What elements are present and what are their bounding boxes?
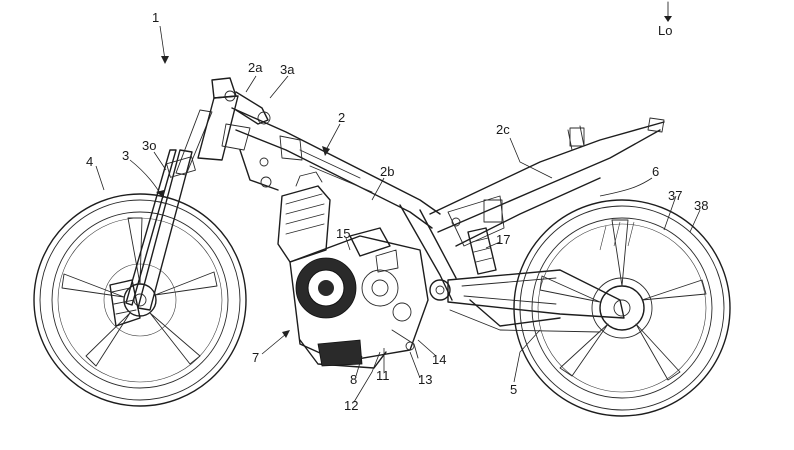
label-11: 11 <box>376 368 390 383</box>
label-2c: 2c <box>496 122 510 137</box>
label-1: 1 <box>152 10 159 25</box>
label-12: 12 <box>344 398 358 413</box>
direction-indicator: Lo <box>658 1 672 38</box>
label-2: 2 <box>338 110 345 125</box>
direction-label: Lo <box>658 23 672 38</box>
label-3a: 3a <box>280 62 295 77</box>
label-14: 14 <box>432 352 446 367</box>
label-2a: 2a <box>248 60 263 75</box>
label-4: 4 <box>86 154 93 169</box>
label-7: 7 <box>252 350 259 365</box>
label-3o: 3o <box>142 138 156 153</box>
label-8: 8 <box>350 372 357 387</box>
label-5: 5 <box>510 382 517 397</box>
swingarm <box>429 227 625 333</box>
rear-wheel <box>513 199 731 417</box>
main-frame <box>231 107 457 301</box>
label-2b: 2b <box>380 164 394 179</box>
label-6: 6 <box>652 164 659 179</box>
engine <box>277 171 429 369</box>
label-37: 37 <box>668 188 682 203</box>
front-fork <box>109 109 213 327</box>
front-wheel <box>33 193 247 407</box>
label-13: 13 <box>418 372 432 387</box>
reference-labels: 1 2a 3a 2 2c 3o 3 4 2b 6 37 38 15 17 7 8… <box>86 10 708 413</box>
steering-head <box>197 77 271 161</box>
label-17: 17 <box>496 232 510 247</box>
leader-lines <box>95 25 701 403</box>
label-38: 38 <box>694 198 708 213</box>
seat-rail <box>429 117 665 247</box>
label-3: 3 <box>122 148 129 163</box>
label-15: 15 <box>336 226 350 241</box>
